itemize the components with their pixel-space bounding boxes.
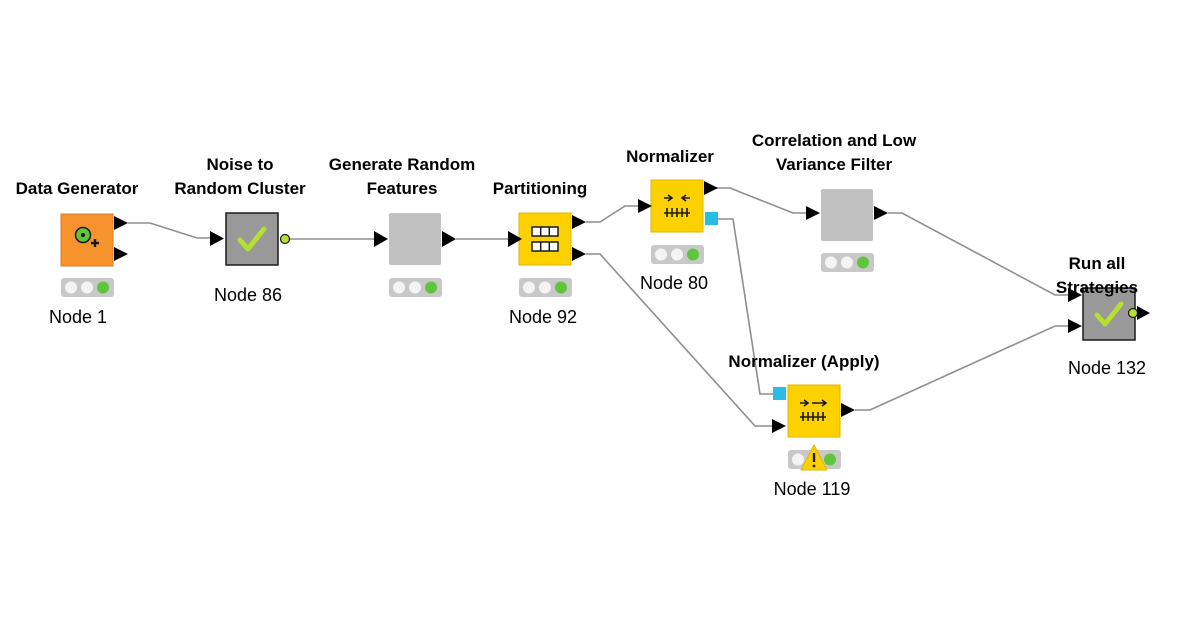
node-normalizer[interactable] bbox=[638, 179, 718, 264]
input-port[interactable] bbox=[210, 231, 224, 246]
node-generate-random-features[interactable] bbox=[374, 213, 456, 297]
data-generator-icon bbox=[74, 226, 99, 247]
model-output-port[interactable] bbox=[705, 212, 718, 225]
status-traffic-light bbox=[821, 253, 874, 272]
output-port[interactable] bbox=[572, 247, 586, 261]
node-title-partitioning: Partitioning bbox=[492, 179, 588, 198]
node-title-noise-to-random-cluster: Noise to Random Cluster bbox=[174, 155, 306, 198]
edge-node119-node132[interactable] bbox=[855, 325, 1068, 411]
output-port[interactable] bbox=[442, 231, 456, 247]
checkmark-icon bbox=[237, 226, 267, 252]
node-body[interactable] bbox=[787, 384, 841, 438]
edge-node92-node119[interactable] bbox=[586, 253, 772, 427]
node-label-node-80: Node 80 bbox=[639, 273, 709, 293]
node-body[interactable] bbox=[518, 212, 572, 266]
input-port[interactable] bbox=[1068, 319, 1082, 333]
node-label-node-86: Node 86 bbox=[213, 285, 283, 305]
node-body[interactable] bbox=[650, 179, 704, 233]
status-traffic-light bbox=[389, 278, 442, 297]
node-run-all-strategies[interactable] bbox=[1068, 287, 1150, 341]
checkmark-icon bbox=[1094, 301, 1124, 327]
node-title-data-generator: Data Generator bbox=[15, 179, 139, 198]
node-body[interactable] bbox=[60, 213, 114, 267]
output-port[interactable] bbox=[704, 181, 718, 195]
output-port[interactable] bbox=[841, 403, 855, 417]
connections bbox=[128, 187, 1068, 427]
node-label-node-92: Node 92 bbox=[508, 307, 578, 327]
node-label-node-132: Node 132 bbox=[1067, 358, 1147, 378]
output-port[interactable] bbox=[114, 247, 128, 261]
output-port[interactable] bbox=[874, 206, 888, 220]
partition-table-icon bbox=[531, 226, 559, 252]
edge-node1-node86[interactable] bbox=[128, 222, 210, 239]
input-port[interactable] bbox=[806, 206, 820, 220]
node-body[interactable] bbox=[821, 189, 873, 241]
output-port[interactable] bbox=[572, 215, 586, 229]
output-port-indicator bbox=[1127, 307, 1139, 319]
node-title-correlation-filter: Correlation and Low Variance Filter bbox=[751, 131, 917, 174]
node-title-generate-random-features: Generate Random Features bbox=[328, 155, 476, 198]
input-port[interactable] bbox=[638, 199, 652, 213]
node-title-normalizer: Normalizer bbox=[626, 147, 714, 166]
edge-correlation-filter-node132[interactable] bbox=[888, 212, 1068, 296]
input-port[interactable] bbox=[508, 231, 522, 247]
node-title-normalizer-apply: Normalizer (Apply) bbox=[728, 352, 880, 371]
input-port[interactable] bbox=[772, 419, 786, 433]
node-normalizer-apply[interactable] bbox=[772, 384, 855, 471]
node-data-generator[interactable] bbox=[60, 213, 128, 297]
edge-node80-correlation-filter[interactable] bbox=[716, 187, 808, 214]
node-body[interactable] bbox=[225, 212, 279, 266]
node-partitioning[interactable] bbox=[508, 212, 586, 297]
output-port[interactable] bbox=[279, 233, 291, 245]
node-label-node-119: Node 119 bbox=[773, 479, 851, 499]
output-port[interactable] bbox=[1137, 306, 1150, 320]
edge-node92-node80[interactable] bbox=[586, 205, 638, 223]
warning-icon[interactable] bbox=[800, 444, 828, 471]
edge-node80-model-node119[interactable] bbox=[718, 218, 773, 395]
input-port[interactable] bbox=[1068, 288, 1082, 302]
node-correlation-low-variance-filter[interactable] bbox=[806, 189, 888, 272]
model-input-port[interactable] bbox=[773, 387, 786, 400]
status-traffic-light bbox=[651, 245, 704, 264]
node-noise-to-random-cluster[interactable] bbox=[210, 212, 291, 266]
node-body[interactable] bbox=[389, 213, 441, 265]
normalizer-icon bbox=[664, 194, 690, 217]
output-port[interactable] bbox=[114, 216, 128, 230]
status-traffic-light bbox=[61, 278, 114, 297]
node-label-node-1: Node 1 bbox=[48, 307, 108, 327]
input-port[interactable] bbox=[374, 231, 388, 247]
normalizer-apply-icon bbox=[800, 399, 828, 421]
status-traffic-light bbox=[519, 278, 572, 297]
node-title-run-all-strategies: Run all Strategies bbox=[1055, 254, 1139, 297]
